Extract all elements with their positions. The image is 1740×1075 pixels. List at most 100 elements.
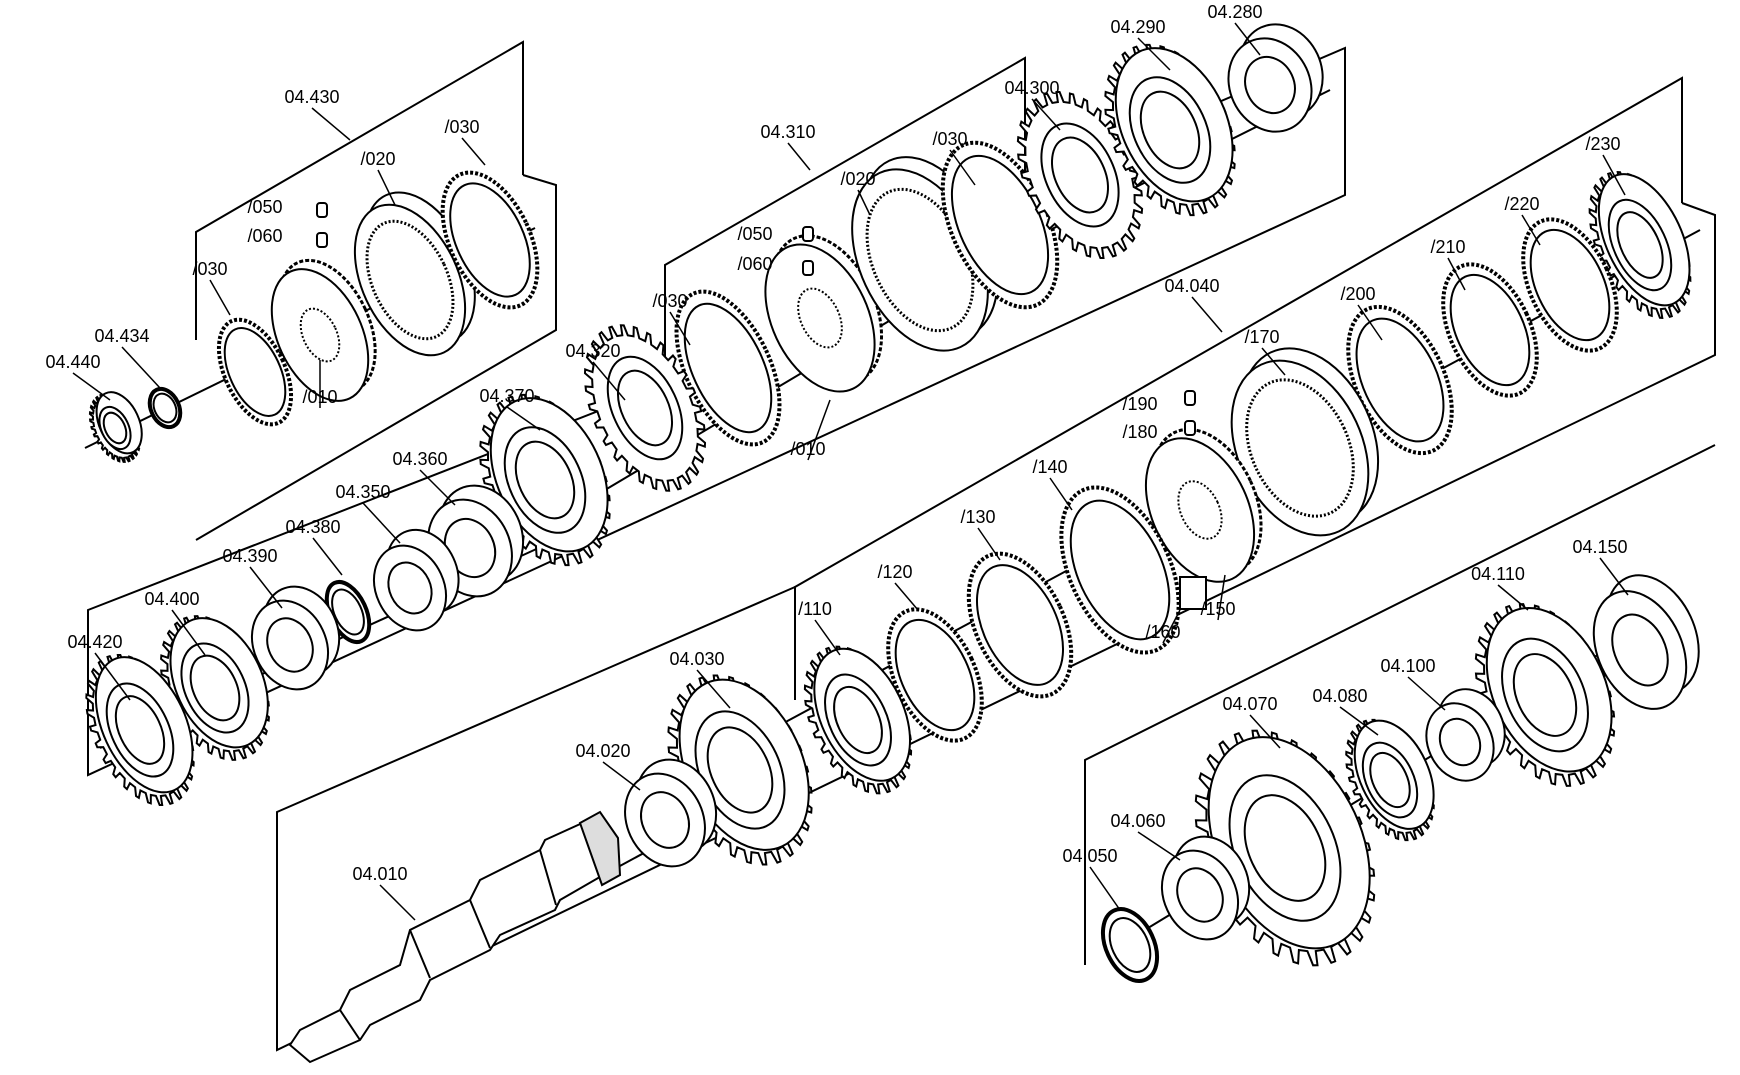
leader-line	[362, 502, 401, 544]
leader-line	[1049, 477, 1073, 511]
label-04020-42: 04.020	[575, 741, 630, 761]
frame-04-040	[276, 76, 1716, 1052]
label-190-33: /190	[1122, 394, 1157, 414]
leader-line	[171, 609, 206, 656]
sync-ring-030c	[674, 289, 782, 447]
leader-line	[894, 582, 919, 611]
ring-130	[966, 551, 1074, 699]
leader-line	[1234, 22, 1261, 56]
part-labels: 04.430/030/020/050/060/03004.43404.440/0…	[45, 2, 1627, 884]
gear-04-400	[160, 615, 270, 761]
main-shaft-04-010	[288, 810, 622, 1064]
block-160	[1179, 576, 1207, 610]
label-110-38: /110	[798, 599, 832, 619]
leader-line	[807, 399, 831, 461]
label-04050-50: 04.050	[1062, 846, 1117, 866]
leader-line	[977, 527, 1001, 561]
label-04110-45: 04.110	[1471, 564, 1525, 584]
leader-line	[602, 761, 641, 791]
label-04320-15: 04.320	[565, 341, 620, 361]
frame-04-050-group	[1084, 444, 1716, 965]
label-060-4: /060	[247, 226, 282, 246]
leader-line	[1031, 98, 1061, 131]
parts-layer	[85, 23, 1700, 983]
label-04380-23: 04.380	[285, 517, 340, 537]
snap-ring-04-434	[147, 386, 183, 430]
bushing-04-350	[373, 528, 460, 632]
gear-230	[1588, 171, 1692, 319]
label-04310-9: 04.310	[760, 122, 815, 142]
leader-line	[949, 149, 976, 186]
leader-line	[1261, 347, 1286, 376]
leader-line	[696, 669, 731, 709]
leader-line	[72, 372, 111, 401]
label-020-2: /020	[360, 149, 395, 169]
sleeve-170	[1230, 347, 1380, 537]
leader-line	[669, 311, 691, 346]
leader-line	[379, 884, 416, 921]
leader-line	[1217, 574, 1226, 621]
leader-line	[1521, 214, 1541, 246]
leader-line	[419, 469, 456, 506]
label-160-39: /160	[1145, 622, 1180, 642]
bearing-04-390	[251, 585, 341, 691]
leader-line	[1497, 584, 1529, 611]
sync-ring-030b	[440, 170, 540, 310]
bearing-04-150	[1592, 574, 1700, 710]
label-04040-27: 04.040	[1164, 276, 1219, 296]
leader-lines	[72, 22, 1629, 921]
label-150-40: /150	[1200, 599, 1235, 619]
leader-line	[121, 346, 161, 389]
leader-line	[857, 189, 871, 216]
label-170-32: /170	[1244, 327, 1279, 347]
leader-line	[1191, 296, 1223, 333]
label-04370-20: 04.370	[479, 386, 534, 406]
hub-150	[1144, 427, 1263, 583]
spring-060	[316, 232, 328, 248]
leader-line	[1137, 37, 1171, 71]
leader-line	[1599, 557, 1629, 596]
label-130-36: /130	[960, 507, 995, 527]
bearing-04-060	[1161, 835, 1251, 941]
label-04390-24: 04.390	[222, 546, 277, 566]
label-140-35: /140	[1032, 457, 1067, 477]
gear-04-290	[1104, 43, 1236, 217]
leader-line	[209, 279, 231, 316]
label-04080-47: 04.080	[1312, 686, 1367, 706]
label-230-28: /230	[1585, 134, 1620, 154]
label-030-10: /030	[932, 129, 967, 149]
leader-line	[1162, 609, 1181, 644]
label-04420-26: 04.420	[67, 632, 122, 652]
label-180-34: /180	[1122, 422, 1157, 442]
leader-line	[787, 142, 811, 171]
gear-04-420	[85, 653, 195, 807]
label-010-16: /010	[790, 439, 825, 459]
leader-line	[311, 107, 351, 141]
bearing-04-100	[1425, 688, 1506, 782]
leader-line	[1089, 866, 1121, 911]
label-030-5: /030	[192, 259, 227, 279]
leader-line	[461, 137, 486, 166]
label-04400-25: 04.400	[144, 589, 199, 609]
label-04430-0: 04.430	[284, 87, 339, 107]
label-010-8: /010	[302, 387, 337, 407]
leader-line	[312, 537, 343, 576]
detent-ball-050b	[802, 226, 814, 242]
leader-line	[1339, 706, 1379, 736]
ring-220	[1521, 217, 1619, 353]
leader-line	[814, 619, 841, 656]
label-04280-19: 04.280	[1207, 2, 1262, 22]
label-04434-6: 04.434	[94, 326, 149, 346]
frame-04-430	[195, 40, 557, 541]
label-04300-17: 04.300	[1004, 78, 1059, 98]
label-210-30: /210	[1430, 237, 1465, 257]
detent-ball-050	[316, 202, 328, 218]
snap-ring-04-050	[1100, 907, 1160, 983]
label-030-14: /030	[652, 291, 687, 311]
label-220-29: /220	[1504, 194, 1539, 214]
label-050-3: /050	[247, 197, 282, 217]
gear-04-080	[1345, 718, 1435, 842]
label-04060-49: 04.060	[1110, 811, 1165, 831]
sync-ring-140	[1059, 485, 1181, 655]
